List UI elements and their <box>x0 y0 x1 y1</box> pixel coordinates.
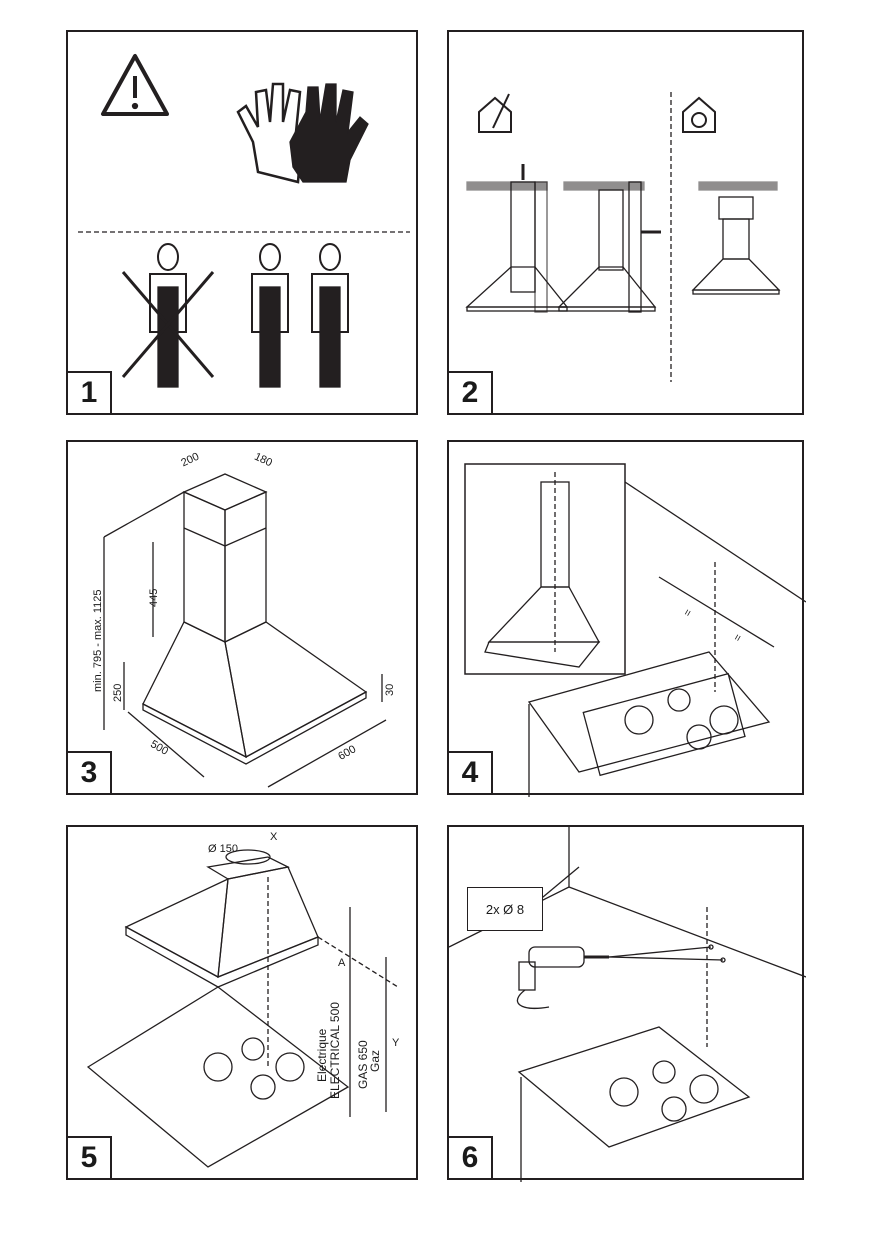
x-label: X <box>270 831 278 843</box>
extraction-recirculation-illustration <box>465 92 781 382</box>
electric-fr-label: Electrique <box>315 1028 329 1082</box>
diameter-label: Ø 150 <box>208 843 238 855</box>
gloves-icon <box>236 82 369 184</box>
electric-en-label: ELECTRICAL 500 <box>328 1002 342 1099</box>
two-persons-icon <box>251 243 349 388</box>
drilling-drawing <box>449 827 806 1182</box>
recirculation-house-icon <box>682 96 716 133</box>
drill-size-callout: 2x Ø 8 <box>467 887 543 931</box>
panel-3-dimensions: 200 180 445 min. 795 - max. 1125 250 30 … <box>66 440 418 795</box>
step-number: 3 <box>66 751 112 795</box>
panel-6-drilling: 2x Ø 8 6 <box>447 825 806 1182</box>
dim-30: 30 <box>384 683 396 696</box>
a-label: A <box>338 957 346 969</box>
drill-icon <box>516 946 609 1009</box>
single-person-crossed-icon <box>121 243 215 388</box>
dim-total-height: min. 795 - max. 1125 <box>92 589 104 692</box>
safety-illustration <box>78 54 410 388</box>
dim-250: 250 <box>112 683 124 702</box>
y-label: Y <box>392 1037 400 1049</box>
wall-marking-drawing <box>464 463 806 797</box>
panel-1-safety: 1 <box>66 30 418 415</box>
step-number: 1 <box>66 371 112 415</box>
step-number: 4 <box>447 751 493 795</box>
panel-5-height: Ø 150 X A Y Electrique ELECTRICAL 500 GA… <box>66 825 418 1180</box>
panel-2-modes: 2 <box>447 30 804 415</box>
extraction-house-icon <box>478 93 512 133</box>
warning-triangle-icon <box>101 54 169 116</box>
step-number: 2 <box>447 371 493 415</box>
panel-4-marking: = = 4 <box>447 440 806 797</box>
hood-dimension-drawing <box>103 473 387 788</box>
mounting-height-drawing <box>86 849 399 1168</box>
step-number: 5 <box>66 1136 112 1180</box>
dim-445: 445 <box>148 588 160 607</box>
gas-fr-label: Gaz <box>368 1049 382 1072</box>
step-number: 6 <box>447 1136 493 1180</box>
